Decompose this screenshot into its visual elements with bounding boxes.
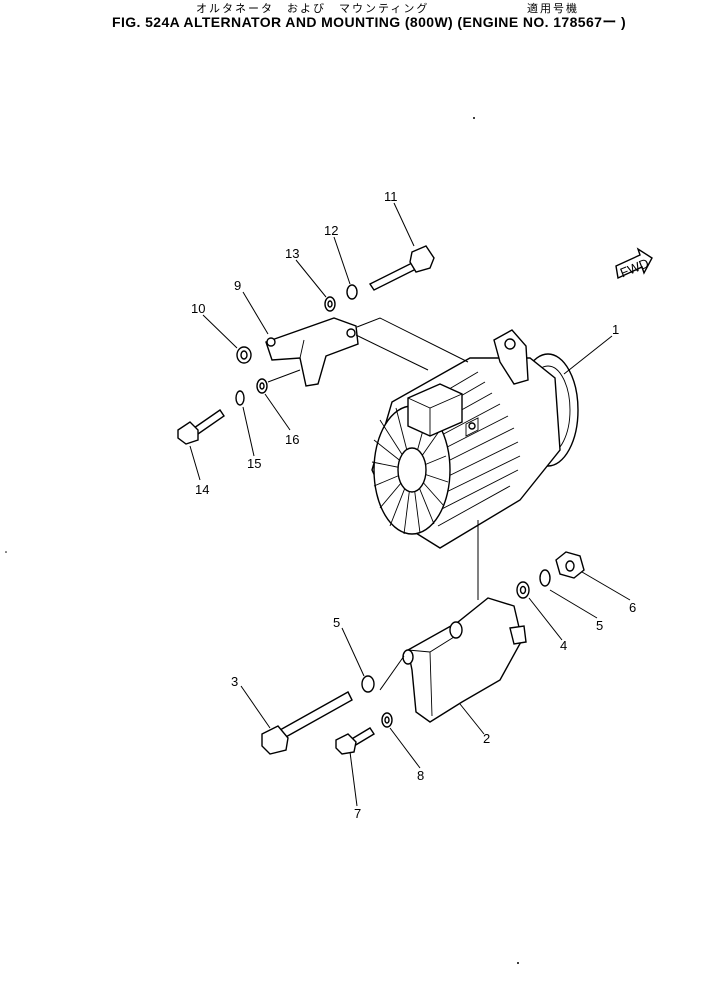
bolt-3 bbox=[261, 691, 353, 755]
fwd-arrow-badge: FWD bbox=[615, 247, 653, 280]
callout-6: 6 bbox=[629, 600, 636, 615]
callout-15: 15 bbox=[247, 456, 261, 471]
spring-washer-5-lower bbox=[361, 675, 375, 693]
japanese-header: オルタネータ および マウンティング 適用号機 bbox=[0, 0, 707, 15]
upper-bracket bbox=[265, 317, 359, 387]
callout-5-right: 5 bbox=[596, 618, 603, 633]
callout-12: 12 bbox=[324, 223, 338, 238]
alternator-body bbox=[371, 329, 579, 549]
callout-5-lower: 5 bbox=[333, 615, 340, 630]
washer-4 bbox=[516, 581, 530, 599]
callout-8: 8 bbox=[417, 768, 424, 783]
washer-8 bbox=[381, 712, 393, 728]
bolt-7 bbox=[335, 727, 375, 755]
callout-4: 4 bbox=[560, 638, 567, 653]
callout-2: 2 bbox=[483, 731, 490, 746]
callout-14: 14 bbox=[195, 482, 209, 497]
bolt-11 bbox=[368, 245, 435, 291]
assembly-lines bbox=[267, 317, 479, 691]
washer-13 bbox=[324, 296, 336, 312]
lower-bracket bbox=[402, 597, 527, 723]
nut-6 bbox=[555, 551, 585, 579]
callout-16: 16 bbox=[285, 432, 299, 447]
spring-washer-12 bbox=[346, 284, 358, 300]
spring-washer-15 bbox=[235, 390, 245, 406]
scan-specks bbox=[5, 117, 519, 964]
callout-7: 7 bbox=[354, 806, 361, 821]
callout-numbers: 1 2 3 4 5 5 6 7 8 9 10 11 12 13 14 15 16 bbox=[191, 189, 636, 821]
callout-11: 11 bbox=[384, 189, 398, 204]
japanese-part-name: オルタネータ および マウンティング bbox=[196, 3, 430, 15]
spring-washer-5-right bbox=[539, 569, 551, 587]
japanese-applicable-label: 適用号機 bbox=[527, 3, 579, 15]
washer-16 bbox=[256, 378, 268, 394]
callout-3: 3 bbox=[231, 674, 238, 689]
nut-10 bbox=[236, 346, 252, 364]
fwd-label: FWD bbox=[618, 255, 651, 280]
bolt-14 bbox=[177, 409, 225, 445]
callout-10: 10 bbox=[191, 301, 205, 316]
figure-title: FIG. 524A ALTERNATOR AND MOUNTING (800W)… bbox=[112, 14, 627, 30]
callout-leaders bbox=[189, 202, 631, 807]
callout-1: 1 bbox=[612, 322, 619, 337]
callout-13: 13 bbox=[285, 246, 299, 261]
callout-9: 9 bbox=[234, 278, 241, 293]
